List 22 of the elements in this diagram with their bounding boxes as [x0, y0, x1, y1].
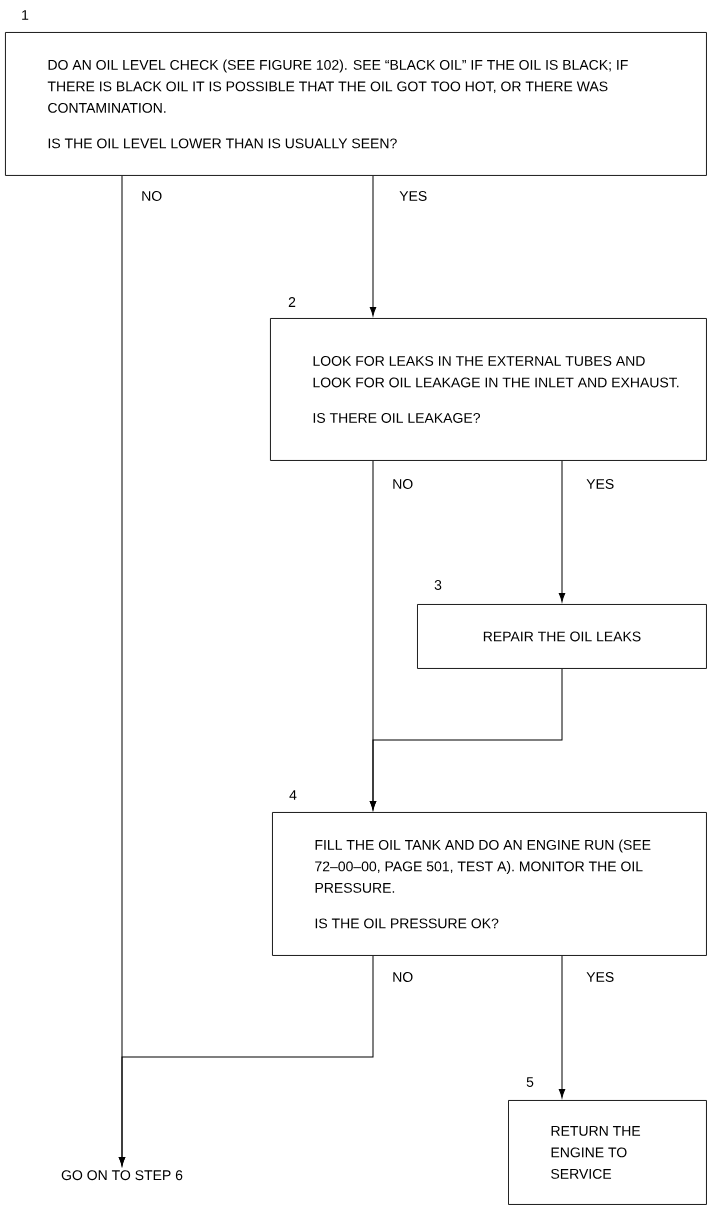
step-number: 3	[434, 580, 442, 590]
edge-label: NO	[140, 190, 164, 202]
arrow	[118, 955, 374, 1167]
step-text: GO ON TO STEP 6	[61, 1170, 183, 1181]
arrow	[558, 955, 566, 1099]
edge-label: NO	[391, 971, 415, 983]
process-box: RETURN THE ENGINE TO SERVICE	[508, 1100, 707, 1205]
step-number: 5	[526, 1077, 534, 1087]
step-number: 2	[288, 297, 296, 307]
arrow	[558, 460, 566, 603]
step-number: 1	[22, 10, 29, 20]
arrow	[369, 668, 563, 811]
process-box: FILL THE OIL TANK AND DO AN ENGINE RUN (SEE 72–00–00, PAGE 501, TEST A). MONITOR THE OIL PRESSURE. IS THE OIL PRESSURE OK?	[272, 812, 707, 956]
arrow	[369, 175, 377, 317]
edge-label: YES	[585, 971, 616, 983]
process-box: DO AN OIL LEVEL CHECK (SEE FIGURE 102). SEE “BLACK OIL” IF THE OIL IS BLACK; IF THERE IS BLACK OIL IT IS POSSIBLE THAT THE OIL GOT TOO HOT, OR THERE WAS CONTAMINATION. IS THE OIL LEVEL LOWER THAN IS USUALLY SEEN?	[5, 32, 707, 176]
edge-label: YES	[585, 478, 616, 490]
process-box: REPAIR THE OIL LEAKS	[417, 604, 707, 669]
process-box: LOOK FOR LEAKS IN THE EXTERNAL TUBES AND LOOK FOR OIL LEAKAGE IN THE INLET AND EXHAUST. IS THERE OIL LEAKAGE?	[270, 318, 707, 461]
edge-label: YES	[398, 190, 429, 202]
step-number: 4	[289, 790, 297, 800]
edge-label: NO	[391, 478, 415, 490]
